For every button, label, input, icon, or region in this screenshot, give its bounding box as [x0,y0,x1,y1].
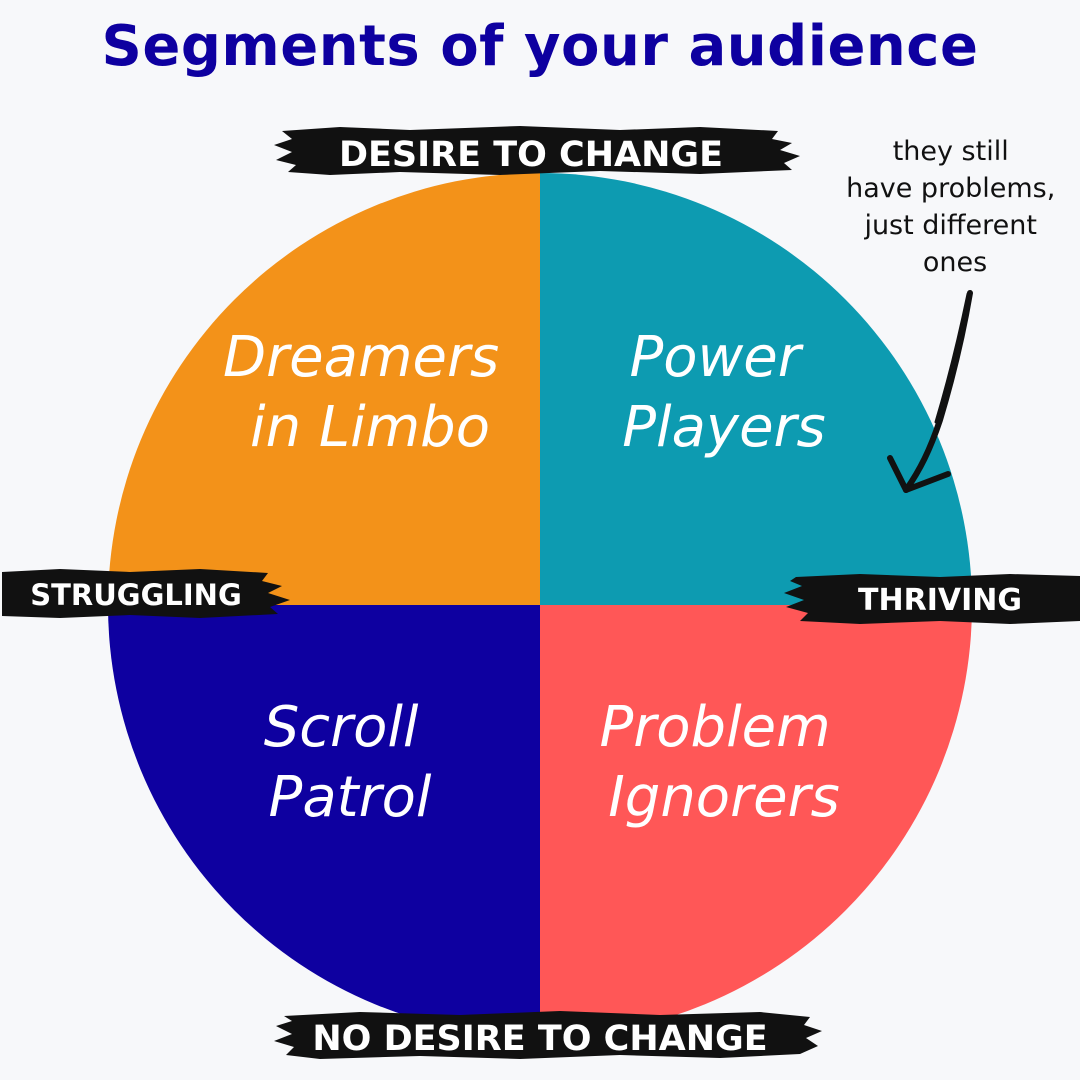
svg-text:THRIVING: THRIVING [858,583,1022,618]
quadrant-top-right [540,173,972,605]
brush-stroke [274,126,800,175]
arrow-icon [887,290,973,493]
svg-text:DESIRE TO CHANGE: DESIRE TO CHANGE [339,135,723,175]
quadrant-bottom-right-label: Problem Ignorers [600,695,849,830]
quadrant-bottom-left-label: Scroll Patrol [264,695,437,830]
axis-label-left: STRUGGLING [2,569,290,618]
quadrant-bottom-right [540,605,972,1037]
page-title: Segments of your audience [101,14,979,79]
quadrant-top-left [108,173,540,605]
axis-label-bottom: NO DESIRE TO CHANGE [274,1011,822,1059]
quadrant-top-left-label: Dreamers in Limbo [223,325,517,460]
brush-stroke [784,574,1080,624]
svg-text:STRUGGLING: STRUGGLING [30,578,242,612]
quadrant-top-right-label: Power Players [622,325,825,460]
brush-stroke [274,1011,822,1059]
annotation-text: they still have problems, just different… [846,136,1064,278]
quadrant-bottom-left [108,605,540,1037]
axis-label-top: DESIRE TO CHANGE [274,126,800,175]
axis-label-right: THRIVING [784,574,1080,624]
svg-text:NO DESIRE TO CHANGE: NO DESIRE TO CHANGE [312,1019,767,1059]
brush-stroke [2,569,290,618]
